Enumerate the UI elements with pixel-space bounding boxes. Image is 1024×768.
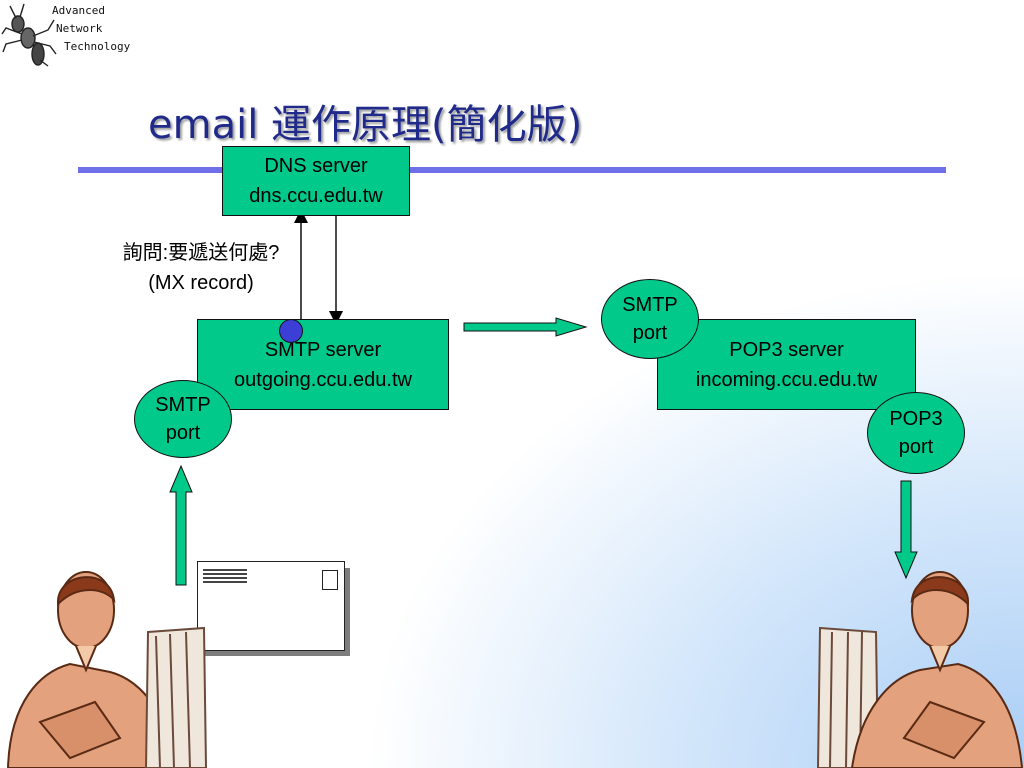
smtp-server-node: SMTP server outgoing.ccu.edu.tw (197, 319, 449, 410)
transfer-arrow-icon (463, 317, 588, 337)
smtp-port-right-line2: port (632, 322, 668, 344)
receive-down-arrow-icon (894, 480, 918, 580)
logo-line-3: Technology (64, 40, 131, 53)
smtp-port-left: SMTP port (134, 380, 232, 458)
title-underline (78, 167, 946, 173)
logo-text: Advanced Network Technology (52, 2, 130, 56)
smtp-port-left-line2: port (165, 422, 201, 444)
pop3-server-host: incoming.ccu.edu.tw (695, 368, 878, 391)
smtp-server-host: outgoing.ccu.edu.tw (234, 368, 412, 391)
pop3-server-node: POP3 server incoming.ccu.edu.tw (657, 319, 916, 410)
pop3-port-line1: POP3 (889, 408, 943, 430)
dns-server-host: dns.ccu.edu.tw (249, 185, 383, 207)
dns-server-label: DNS server (264, 155, 368, 177)
query-mx-record: (MX record) (148, 272, 254, 294)
logo-line-1: Advanced (52, 4, 105, 17)
smtp-port-right: SMTP port (601, 279, 699, 359)
envelope-stamp (322, 570, 338, 590)
mx-query-label: 詢問:要遞送何處? (MX record) (96, 238, 306, 298)
pop3-port-line2: port (898, 436, 934, 458)
ant-logo-icon (1, 3, 57, 67)
sender-person-icon (6, 571, 208, 768)
receiver-person-icon (816, 571, 1024, 768)
logo-line-2: Network (56, 22, 103, 35)
envelope-icon (197, 561, 345, 651)
pop3-port: POP3 port (867, 392, 965, 474)
send-up-arrow-icon (169, 464, 193, 586)
envelope-address-lines (203, 569, 247, 584)
slide-title: email 運作原理(簡化版) (148, 102, 583, 148)
smtp-server-label: SMTP server (264, 338, 382, 361)
query-question: 詢問:要遞送何處? (122, 242, 280, 264)
pop3-server-label: POP3 server (729, 338, 844, 361)
smtp-port-right-line1: SMTP (622, 294, 678, 316)
dns-server-node: DNS server dns.ccu.edu.tw (222, 146, 410, 216)
connector-dot (279, 319, 303, 343)
smtp-port-left-line1: SMTP (155, 394, 211, 416)
